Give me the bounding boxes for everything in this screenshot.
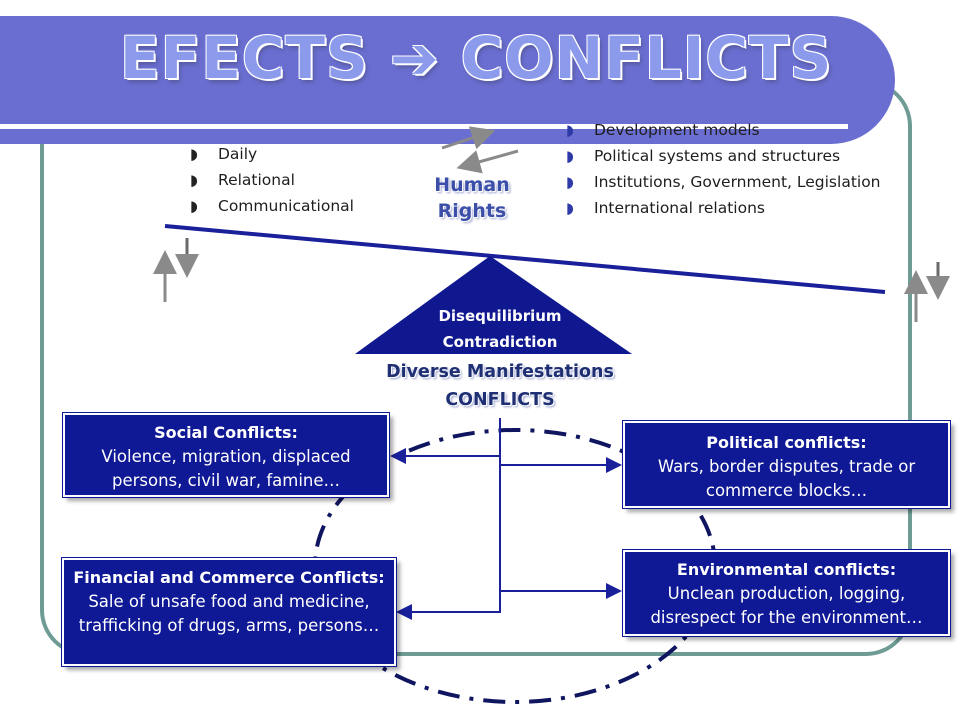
list-item: ◗ Relational	[190, 167, 354, 193]
bullet-icon: ◗	[190, 171, 198, 189]
balance-beam	[164, 224, 886, 294]
bullet-icon: ◗	[566, 121, 574, 139]
political-conflicts-box: Political conflicts: Wars, border disput…	[623, 421, 950, 508]
bullet-icon: ◗	[566, 173, 574, 191]
bullet-icon: ◗	[566, 199, 574, 217]
environmental-conflicts-box: Environmental conflicts: Unclean product…	[623, 550, 950, 636]
list-item-label: Political systems and structures	[594, 147, 841, 165]
bullet-icon: ◗	[566, 147, 574, 165]
disequilibrium-label: Disequilibrium	[438, 307, 562, 325]
manifestations-line: Diverse Manifestations	[386, 362, 614, 382]
left-bullet-list: ◗ Daily ◗ Relational ◗ Communicational	[190, 141, 354, 219]
contradiction-label: Contradiction	[442, 333, 558, 351]
title-underline	[0, 124, 848, 129]
list-item-label: Daily	[218, 145, 258, 163]
box-body: Unclean production, logging, disrespect …	[650, 584, 923, 627]
box-title: Political conflicts:	[706, 433, 867, 452]
list-item-label: Institutions, Government, Legislation	[594, 173, 881, 191]
title-banner	[0, 16, 895, 144]
list-item-label: Communicational	[218, 197, 354, 215]
box-body: Sale of unsafe food and medicine, traffi…	[78, 592, 380, 635]
triangle-labels: Disequilibrium Contradiction	[380, 303, 620, 355]
social-conflicts-box: Social Conflicts: Violence, migration, d…	[63, 413, 389, 497]
human-rights-label: Human Rights	[422, 172, 522, 224]
arrow-down-left	[456, 149, 519, 174]
connector-trunk	[470, 418, 501, 613]
right-bullet-list: ◗ Development models ◗ Political systems a…	[566, 117, 881, 221]
human-rights-line: Rights	[437, 200, 507, 222]
box-body: Violence, migration, displaced persons, …	[101, 447, 351, 490]
list-item-label: Development models	[594, 121, 760, 139]
financial-commerce-conflicts-box: Financial and Commerce Conflicts: Sale o…	[62, 558, 396, 666]
list-item: ◗ International relations	[566, 195, 881, 221]
bullet-icon: ◗	[190, 197, 198, 215]
list-item-label: International relations	[594, 199, 765, 217]
list-item: ◗ Development models	[566, 117, 881, 143]
list-item-label: Relational	[218, 171, 295, 189]
arrow-up-right	[441, 126, 496, 150]
list-item: ◗ Institutions, Government, Legislation	[566, 169, 881, 195]
list-item: ◗ Political systems and structures	[566, 143, 881, 169]
box-title: Financial and Commerce Conflicts:	[73, 568, 385, 587]
list-item: ◗ Daily	[190, 141, 354, 167]
human-rights-line: Human	[434, 174, 510, 196]
box-body: Wars, border disputes, trade or commerce…	[657, 457, 916, 500]
box-title: Social Conflicts:	[154, 423, 298, 442]
page-title: EFECTS ➔ CONFLICTS	[120, 24, 833, 92]
box-title: Environmental conflicts:	[676, 560, 897, 579]
list-item: ◗ Communicational	[190, 193, 354, 219]
conflicts-heading: CONFLICTS	[445, 390, 555, 410]
fulcrum-triangle	[355, 256, 632, 354]
bullet-icon: ◗	[190, 145, 198, 163]
manifestations-label: Diverse Manifestations CONFLICTS	[330, 358, 670, 414]
